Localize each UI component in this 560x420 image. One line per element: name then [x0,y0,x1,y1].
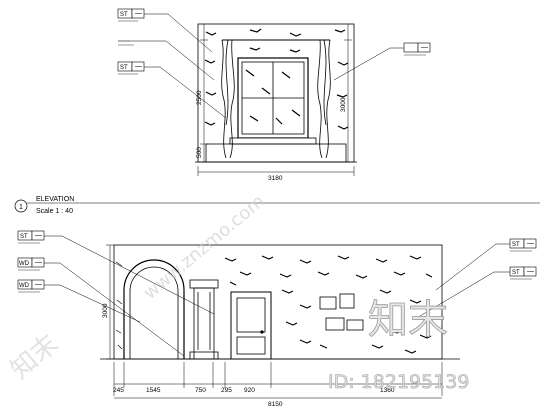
door-handle [260,330,264,334]
bottom-tag-leaders-left [44,235,215,357]
top-tag-small-1 [118,40,134,46]
door-upper-panel [236,297,266,333]
bottom-tag-st-right-1: ST [509,238,537,252]
bottom-dim-seg-3: 750 [195,387,206,394]
bottom-dim-height-left: 3000 [102,303,109,318]
window-sill [229,137,317,145]
bottom-tag-st-left: ST [17,230,45,244]
top-tag-st-1: ST [117,8,145,22]
top-tag-st-2-label: ST [120,65,128,71]
watermark-id-label: ID: 182195139 [328,371,469,393]
title-scale: Scale 1 : 40 [36,208,73,215]
door-frame [230,291,272,360]
left-curtain [221,39,235,159]
top-dim-height-left: 2500 [196,90,203,105]
bottom-tag-st-left-label: ST [20,234,28,240]
bottom-tag-wd-2-label: WD [19,283,30,289]
bottom-dim-seg-4: 295 [221,387,232,394]
bottom-tag-wd-1-label: WD [19,261,30,267]
bottom-tag-wd-2: WD [17,279,45,293]
title-number-circle [14,199,28,213]
top-tag-right [403,42,431,56]
column-base [189,351,219,360]
top-dimensions [197,24,355,176]
top-dim-width: 3180 [268,175,283,182]
bottom-wallpaper-pattern [224,255,433,354]
bottom-tag-wd-1: WD [17,257,45,271]
top-tag-st-2: ST [117,61,145,75]
title-block: 1 ELEVATION Scale 1 : 40 [14,196,540,215]
top-wallpaper-pattern [204,28,349,130]
column-cap [189,279,219,289]
bottom-dim-seg-5: 920 [244,387,255,394]
watermark-stamp-left: 知末 [5,329,64,385]
top-tag-leaders [130,13,404,119]
bottom-tag-st-right-2-label: ST [512,270,520,276]
picture-frame-2 [339,293,355,309]
arch-opening [123,259,185,359]
top-dim-sill-left: 500 [196,147,203,158]
bottom-tag-st-right-1-label: ST [512,242,520,248]
title-name: ELEVATION [36,196,74,203]
arch-inner [129,266,179,359]
picture-frame-1 [319,296,337,310]
bottom-dim-seg-6: 1360 [380,387,395,394]
bottom-dim-seg-2: 1545 [146,387,161,394]
top-dim-height-right: 3000 [340,97,347,112]
left-wall-pattern [115,261,123,350]
right-curtain [317,39,331,159]
picture-frame-3 [325,317,345,331]
top-elevation [130,13,404,176]
bottom-tag-st-right-2: ST [509,266,537,280]
top-tag-st-1-label: ST [120,12,128,18]
watermark-diagonal: www.znzmo.com [140,191,269,304]
door-lower-panel [236,336,266,355]
title-number: 1 [19,204,23,211]
bottom-dimensions [106,244,443,399]
bottom-elevation [44,235,510,399]
picture-frame-4 [346,319,364,331]
bottom-dim-total: 8150 [268,401,283,408]
bottom-tag-leaders-right [419,243,510,317]
column-shaft [193,287,215,360]
under-window-bench [205,143,347,163]
bottom-dim-seg-1: 245 [113,387,124,394]
watermark-stamp-right: 知末 [368,297,448,343]
